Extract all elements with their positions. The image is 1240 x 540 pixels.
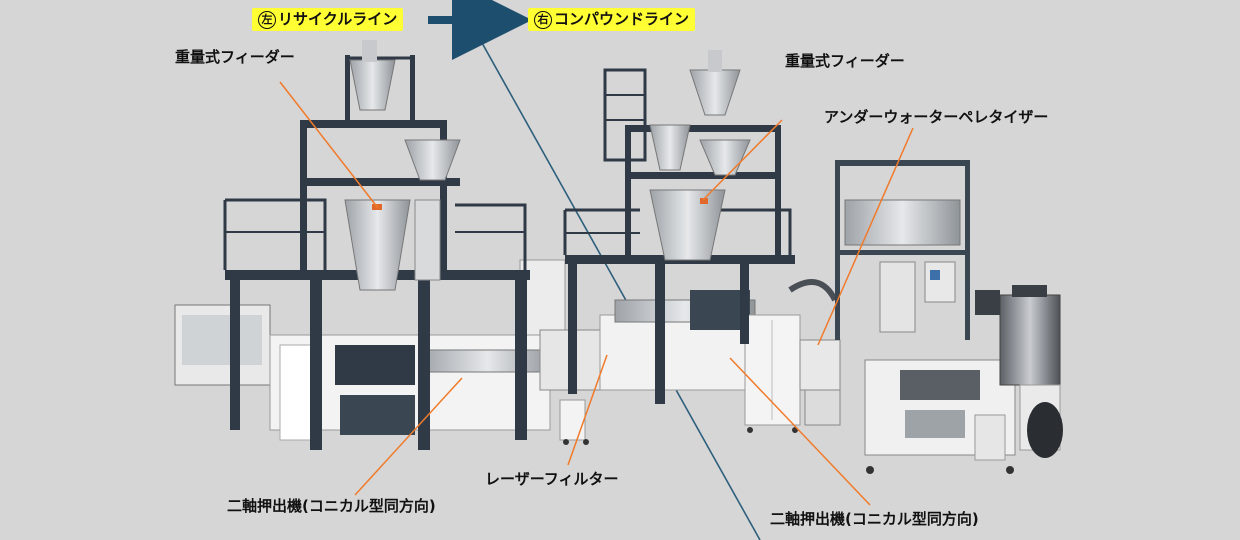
label-extruder-left: 二軸押出機(コニカル型同方向) xyxy=(227,497,436,515)
label-laser-filter: レーザーフィルター xyxy=(485,470,619,488)
left-mark: 左 xyxy=(258,11,276,29)
leader-laser-filter xyxy=(567,354,608,466)
leader-feeder-right xyxy=(702,119,783,201)
compound-line-machinery xyxy=(563,50,1063,474)
recycle-line-machinery xyxy=(174,40,606,450)
compound-line-title: 右コンパウンドライン xyxy=(528,8,696,31)
leader-pelletizer xyxy=(817,127,914,346)
divider-line xyxy=(457,0,761,540)
recycle-line-title: 左リサイクルライン xyxy=(252,8,404,31)
leader-extruder-left xyxy=(354,377,463,496)
leader-extruder-right xyxy=(729,357,871,506)
label-feeder-left: 重量式フィーダー xyxy=(175,48,295,66)
leader-feeder-left xyxy=(279,81,379,209)
leader-lines xyxy=(279,81,914,506)
compound-line-text: コンパウンドライン xyxy=(554,10,690,28)
label-pelletizer: アンダーウォーターペレタイザー xyxy=(824,108,1049,126)
label-feeder-right: 重量式フィーダー xyxy=(785,52,905,70)
label-extruder-right: 二軸押出機(コニカル型同方向) xyxy=(770,510,979,528)
right-mark: 右 xyxy=(534,11,552,29)
recycle-line-text: リサイクルライン xyxy=(278,10,398,28)
